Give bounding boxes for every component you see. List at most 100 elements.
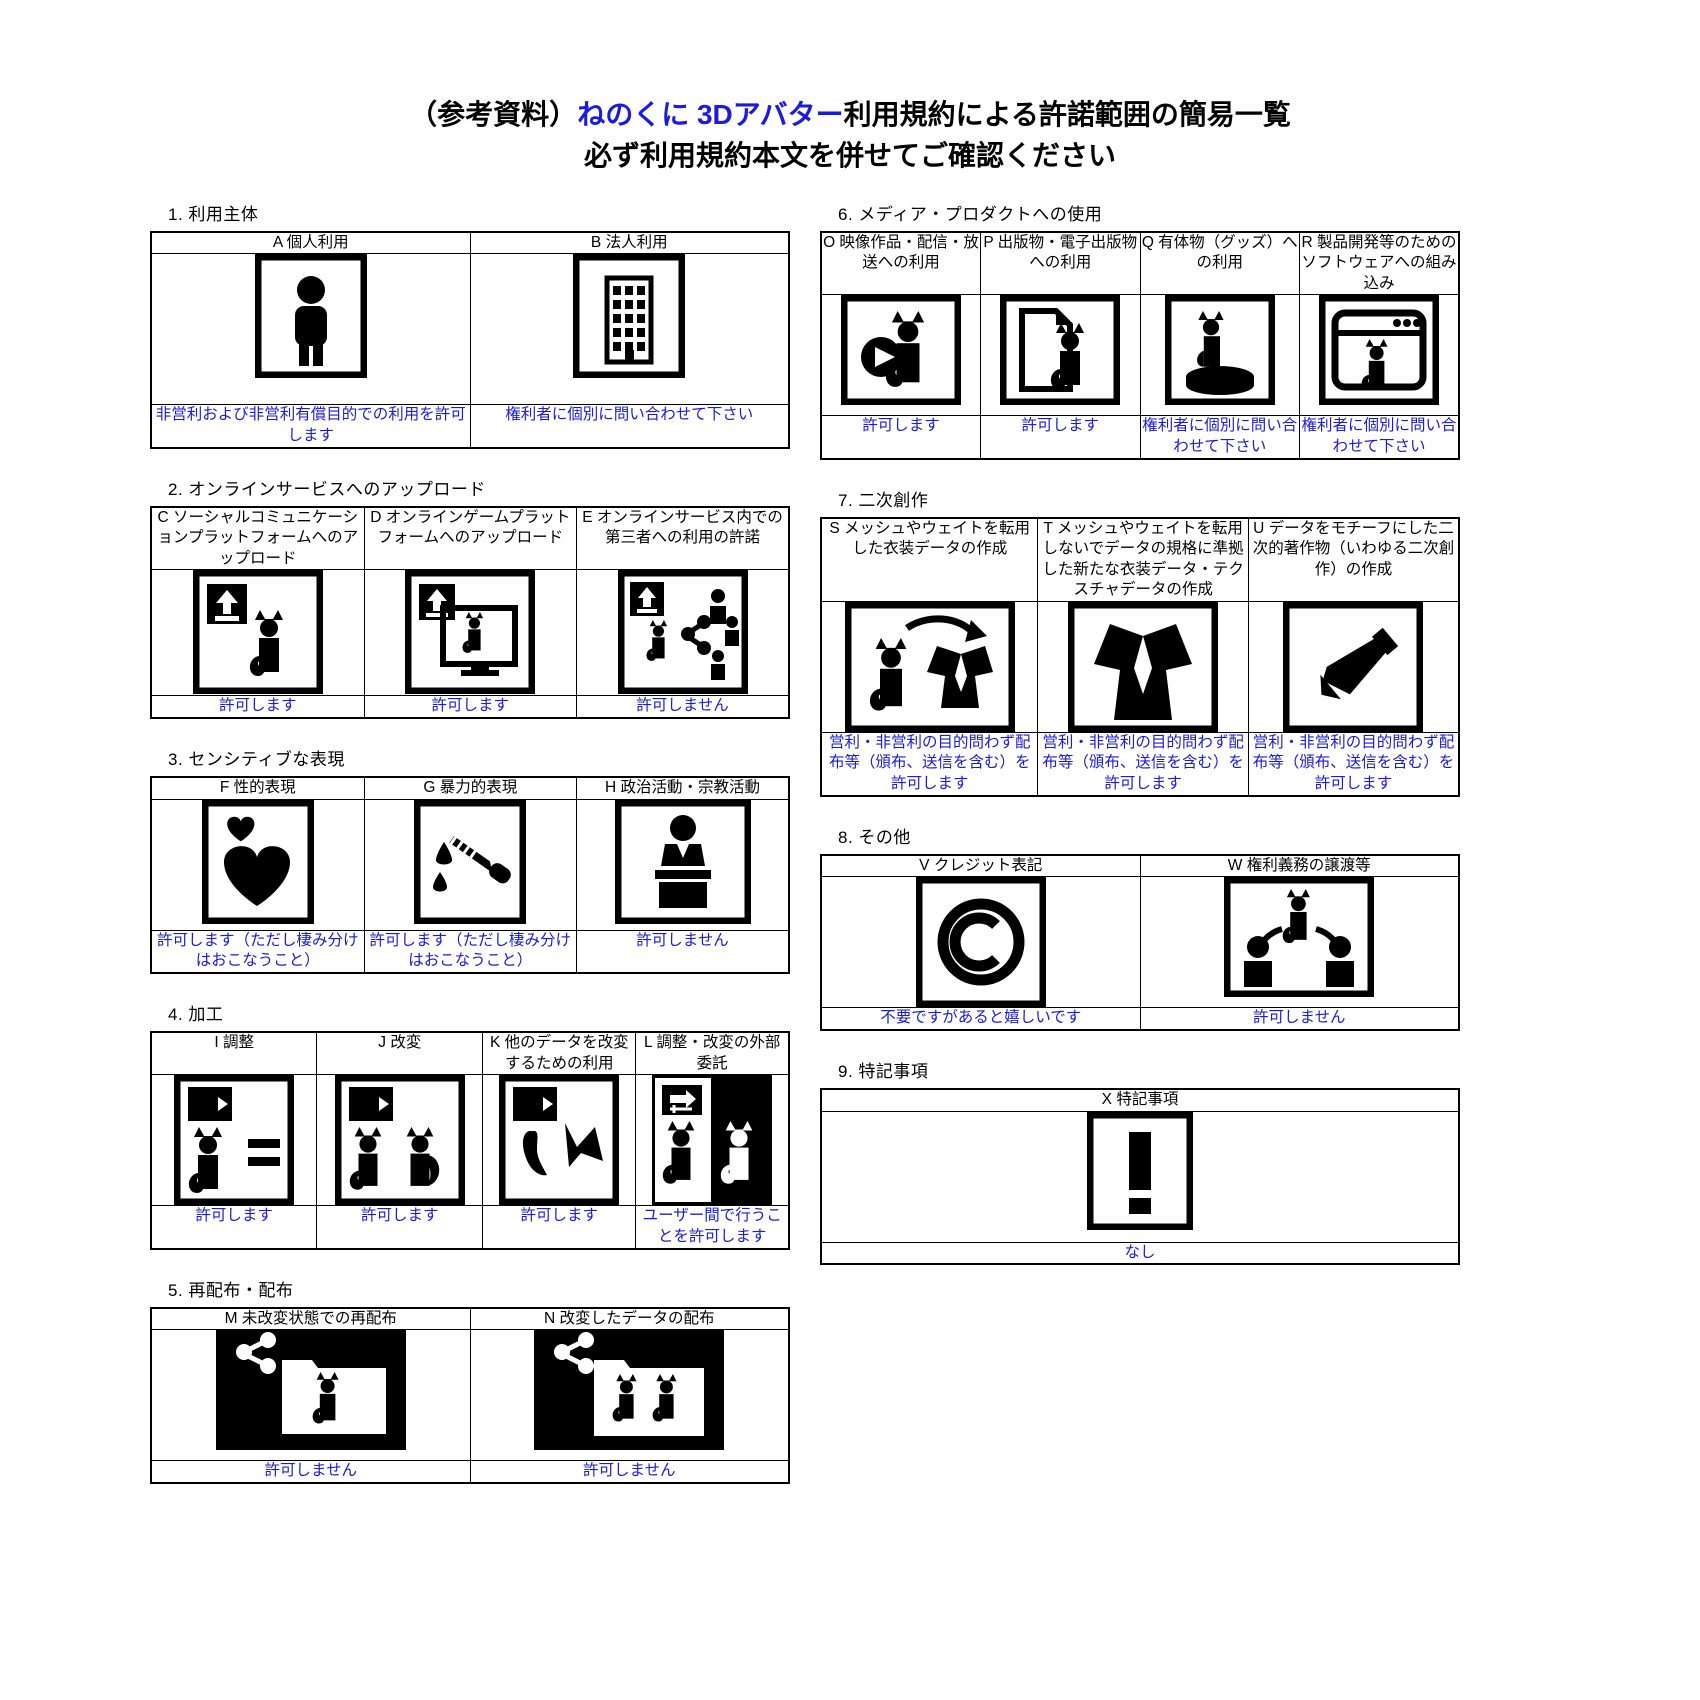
table-permission-row: なし xyxy=(820,1241,1460,1265)
exclamation-icon xyxy=(820,1110,1460,1243)
column-header: W 権利義務の譲渡等 xyxy=(1139,854,1460,878)
permission-text: 許可します xyxy=(820,415,981,460)
column-header: I 調整 xyxy=(150,1031,318,1076)
permission-text: 許可します（ただし棲み分けはおこなうこと） xyxy=(150,929,365,974)
share-folder-two-cats-icon xyxy=(469,1328,790,1461)
table-permission-row: 許可します（ただし棲み分けはおこなうこと）許可します（ただし棲み分けはおこなうこ… xyxy=(150,929,790,974)
permission-text: 許可します xyxy=(980,415,1141,460)
column-header: U データをモチーフにした二次的著作物（いわゆる二次創作）の作成 xyxy=(1247,517,1460,602)
table-icon-row xyxy=(150,798,790,931)
section-heading: 5. 再配布・配布 xyxy=(168,1280,294,1300)
permission-text: 許可しません xyxy=(1139,1007,1460,1031)
table-permission-row: 許可します許可します許可しますユーザー間で行うことを許可します xyxy=(150,1204,790,1250)
cat-play-button-icon xyxy=(820,294,981,417)
permission-text: 営利・非営利の目的問わず配布等（頒布、送信を含む）を許可します xyxy=(820,731,1039,797)
table-icon-row xyxy=(150,1328,790,1461)
building-icon xyxy=(469,253,790,406)
permission-text: 非営利および非営利有償目的での利用を許可します xyxy=(150,404,471,449)
column-header: N 改変したデータの配布 xyxy=(469,1307,790,1330)
column-header: C ソーシャルコミュニケーションプラットフォームへのアップロード xyxy=(150,506,365,571)
arrow-two-cats-icon xyxy=(316,1074,484,1206)
permission-text: なし xyxy=(820,1241,1460,1265)
table-permission-row: 許可します許可します許可しません xyxy=(150,695,790,719)
permission-text: 許可しません xyxy=(576,695,790,719)
page-title: （参考資料）ねのくに 3Dアバター利用規約による許諾範囲の簡易一覧 必ず利用規約… xyxy=(0,0,1700,176)
copyright-icon xyxy=(820,876,1141,1009)
section-heading: 1. 利用主体 xyxy=(168,205,259,224)
title-brand: ねのくに 3Dアバター xyxy=(577,99,844,130)
arrow-cat-equals-icon xyxy=(150,1074,318,1206)
paintbrush-icon xyxy=(1247,600,1460,733)
column-header: F 性的表現 xyxy=(150,776,365,800)
column-header: M 未改変状態での再配布 xyxy=(150,1307,471,1330)
permission-text: 許可します（ただし棲み分けはおこなうこと） xyxy=(363,929,578,974)
table-icon-row xyxy=(820,294,1460,417)
column-header: B 法人利用 xyxy=(469,231,790,255)
cat-cloth-transfer-icon xyxy=(820,600,1039,733)
column-header: D オンラインゲームプラットフォームへのアップロード xyxy=(363,506,578,571)
permission-text: 営利・非営利の目的問わず配布等（頒布、送信を含む）を許可します xyxy=(1037,731,1249,797)
section-heading: 4. 加工 xyxy=(168,1005,224,1025)
handoff-cats-icon xyxy=(635,1074,790,1206)
section-heading: 7. 二次創作 xyxy=(838,490,929,510)
section-heading: 8. その他 xyxy=(838,828,911,847)
section-heading: 2. オンラインサービスへのアップロード xyxy=(168,479,486,499)
permission-text: 許可しません xyxy=(150,1459,471,1484)
column-header: A 個人利用 xyxy=(150,231,471,255)
cloth-new-icon xyxy=(1037,600,1249,733)
section-heading: 9. 特記事項 xyxy=(838,1062,929,1082)
section-heading: 6. メディア・プロダクトへの使用 xyxy=(838,205,1103,224)
table-permission-row: 許可します許可します権利者に個別に問い合わせて下さい権利者に個別に問い合わせて下… xyxy=(820,415,1460,460)
column-header: P 出版物・電子出版物への利用 xyxy=(980,231,1141,296)
title-suffix: 利用規約による許諾範囲の簡易一覧 xyxy=(843,99,1291,130)
table-icon-row xyxy=(820,876,1460,1009)
permission-text: 許可します xyxy=(363,695,578,719)
table-permission-row: 許可しません許可しません xyxy=(150,1459,790,1484)
column-header: J 改変 xyxy=(316,1031,484,1076)
section-2: 2. オンラインサービスへのアップロード C ソーシャルコミュニケーションプラット… xyxy=(150,475,790,720)
table-icon-row xyxy=(820,1110,1460,1243)
permission-text: 許可します xyxy=(150,1204,318,1250)
table-icon-row xyxy=(150,253,790,406)
table-icon-row xyxy=(150,1074,790,1206)
permission-text: 許可します xyxy=(316,1204,484,1250)
permission-text: 営利・非営利の目的問わず配布等（頒布、送信を含む）を許可します xyxy=(1247,731,1460,797)
upload-cat-icon xyxy=(150,569,365,697)
table-icon-row xyxy=(150,569,790,697)
column-header: H 政治活動・宗教活動 xyxy=(576,776,790,800)
cat-document-icon xyxy=(980,294,1141,417)
column-header: S メッシュやウェイトを転用した衣装データの作成 xyxy=(820,517,1039,602)
permission-text: 権利者に個別に問い合わせて下さい xyxy=(1139,415,1300,460)
podium-speaker-icon xyxy=(576,798,790,931)
section-heading: 3. センシティブな表現 xyxy=(168,750,345,770)
arrow-tail-ears-icon xyxy=(482,1074,637,1206)
table-permission-row: 不要ですがあると嬉しいです許可しません xyxy=(820,1007,1460,1031)
knife-blood-icon xyxy=(363,798,578,931)
column-header: E オンラインサービス内での第三者への利用の許諾 xyxy=(576,506,790,571)
permission-text: 許可します xyxy=(150,695,365,719)
column-header: R 製品開発等のためのソフトウェアへの組み込み xyxy=(1299,231,1460,296)
permission-text: 不要ですがあると嬉しいです xyxy=(820,1007,1141,1031)
column-header: L 調整・改変の外部委託 xyxy=(635,1031,790,1076)
